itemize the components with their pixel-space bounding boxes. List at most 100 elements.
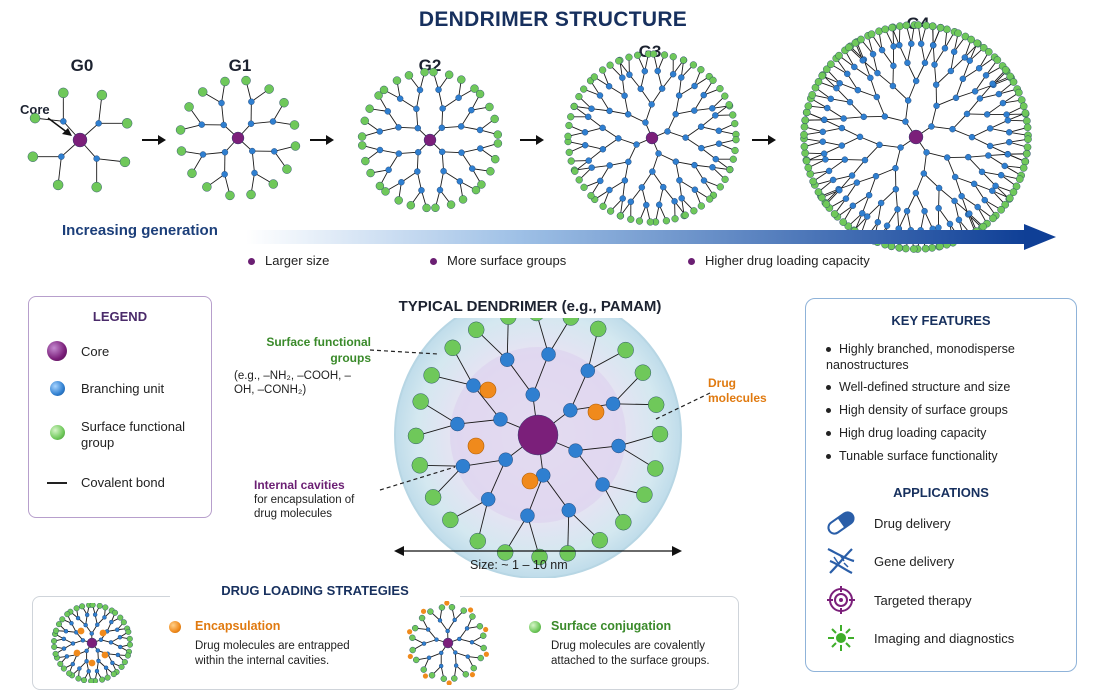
branching-unit (822, 156, 829, 163)
surface-group (126, 635, 133, 642)
branching-unit (92, 612, 98, 617)
branching-unit (861, 156, 869, 164)
covalent-bond (981, 171, 1002, 176)
surface-group (529, 318, 543, 322)
branching-unit (854, 86, 862, 94)
surface-group (451, 675, 458, 682)
surface-group (634, 51, 642, 59)
surface-group (444, 339, 461, 357)
encapsulation-dendrimer (51, 603, 133, 683)
surface-group (801, 149, 809, 157)
drug-molecules-annotation: Drug molecules (708, 376, 767, 405)
branching-unit (952, 94, 960, 102)
legend-item-bond: Covalent bond (47, 475, 165, 490)
generation-arrow (752, 135, 776, 145)
branching-unit (218, 99, 225, 107)
branching-unit (108, 640, 114, 645)
conjugated-drug (422, 673, 429, 679)
covalent-bond (986, 102, 1004, 115)
branching-unit (959, 75, 967, 83)
covalent-bond (575, 450, 603, 485)
surface-group (462, 671, 470, 678)
surface-group (1024, 135, 1032, 144)
surface-group (477, 180, 486, 189)
surface-group (409, 634, 416, 641)
surface-group (121, 659, 128, 666)
branching-unit (1001, 162, 1008, 170)
surface-group (617, 341, 634, 359)
covalent-bond (569, 370, 589, 411)
surface-group (290, 141, 301, 151)
branching-unit (691, 161, 698, 169)
surface-group (844, 222, 853, 231)
covalent-bond (971, 136, 991, 147)
surface-group (422, 203, 431, 213)
branching-unit (836, 187, 843, 194)
branching-unit (95, 648, 101, 653)
branching-unit (890, 43, 897, 50)
covalent-bond (906, 192, 917, 212)
surface-group (689, 61, 697, 69)
branching-unit (457, 636, 462, 642)
branching-unit (982, 72, 990, 79)
branching-unit (376, 128, 383, 135)
branching-unit (1005, 138, 1013, 146)
branching-unit (452, 617, 457, 623)
covalent-bond (906, 211, 912, 231)
branching-unit (995, 90, 1003, 98)
internal-cavities-heading: Internal cavities (254, 478, 345, 492)
surface-group (801, 116, 810, 125)
covalent-bond (934, 64, 937, 85)
surface-group (442, 511, 459, 529)
surface-group (1023, 123, 1032, 132)
conjugated-drug (467, 607, 474, 613)
covalent-bond (930, 105, 937, 127)
branching-unit (426, 655, 432, 660)
covalent-bond (575, 445, 619, 452)
branching-unit (58, 153, 65, 160)
branching-unit (453, 650, 458, 655)
core-sphere (72, 132, 88, 148)
drug-molecule (99, 629, 107, 637)
branching-unit (992, 182, 999, 190)
surface-group (647, 460, 664, 477)
branching-unit (619, 195, 626, 202)
branching-unit (658, 85, 666, 92)
surface-group (567, 113, 575, 121)
surface-group (580, 183, 588, 191)
drug-molecule (77, 627, 85, 635)
branching-unit (581, 129, 589, 136)
branching-unit (949, 125, 956, 133)
branching-unit (476, 126, 484, 134)
branching-unit (638, 184, 646, 191)
surface-group (360, 116, 369, 126)
surface-group (79, 603, 86, 610)
branching-unit (85, 612, 90, 618)
branching-unit (414, 124, 422, 132)
branching-unit (115, 652, 121, 658)
branching-unit (615, 135, 622, 142)
surface-group (818, 193, 826, 202)
branching-unit (878, 46, 886, 54)
covalent-bond (846, 73, 859, 91)
branching-unit (965, 153, 972, 161)
surface-group (493, 139, 503, 148)
branching-unit (923, 149, 930, 156)
surface-group (570, 102, 578, 110)
surface-group (96, 603, 103, 609)
surface-group (89, 603, 96, 609)
covalent-bond (824, 119, 843, 129)
covalent-bond (973, 183, 993, 192)
surface-group (469, 613, 476, 620)
surface-group (58, 87, 69, 99)
surface-group (264, 84, 274, 94)
covalent-bond (880, 188, 897, 204)
surface-group (184, 102, 194, 112)
surface-group (616, 212, 624, 220)
legend-item-core: Core (47, 341, 109, 361)
surface-group (615, 57, 623, 65)
drug-molecule (479, 381, 497, 399)
surface-group (420, 68, 429, 77)
generation-label-g0: G0 (70, 56, 94, 75)
surface-group (827, 60, 835, 69)
